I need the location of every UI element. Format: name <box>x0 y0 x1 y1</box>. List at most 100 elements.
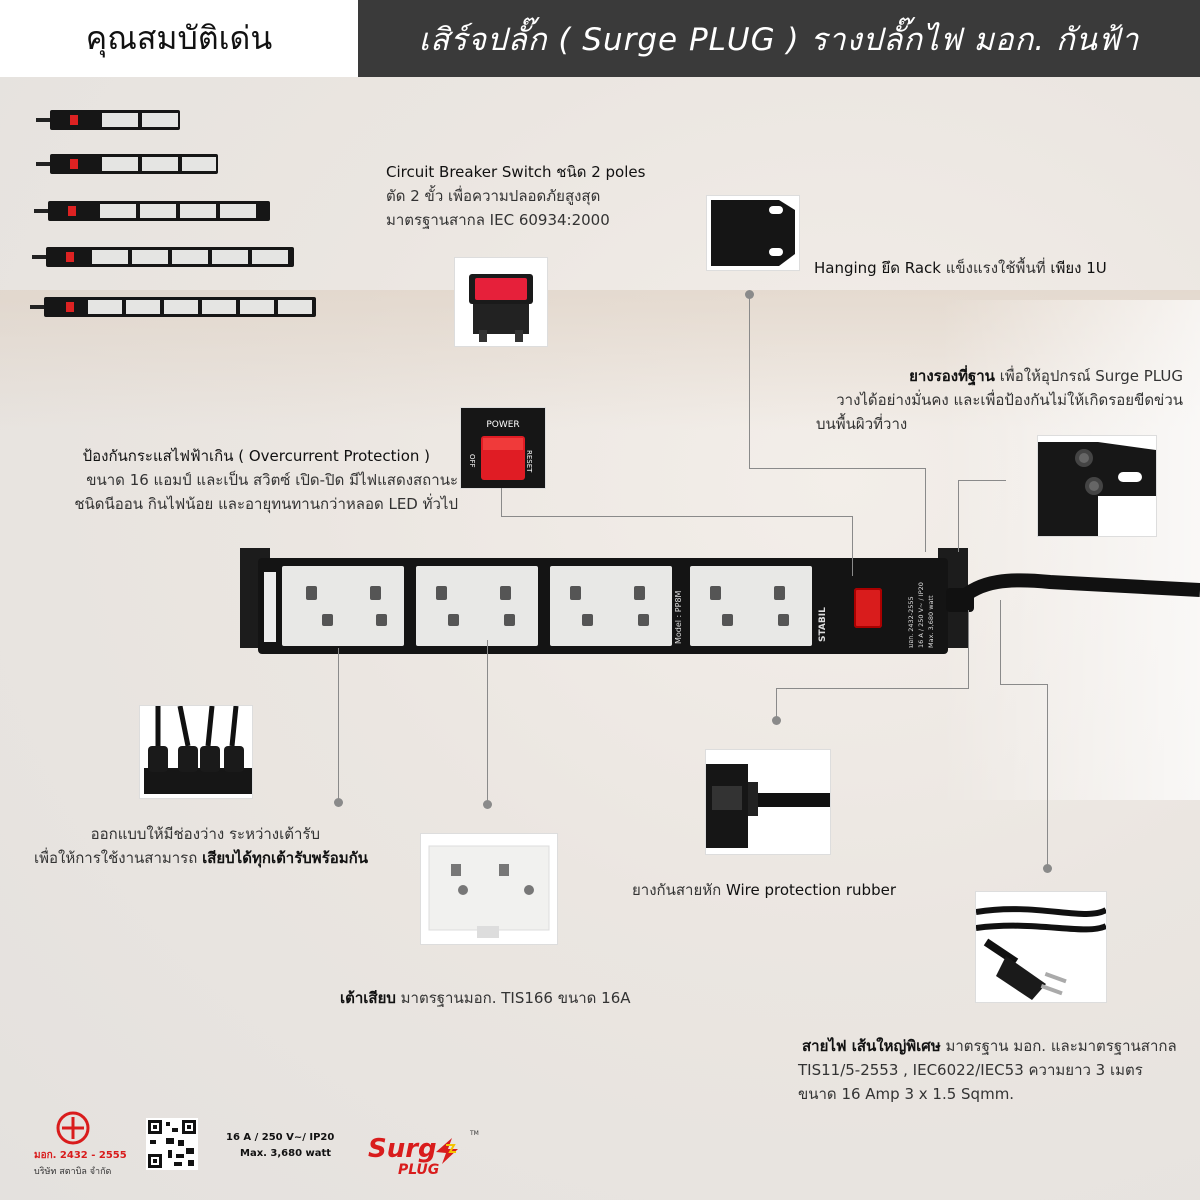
wire-rubber-thai: ยางกันสายหัก <box>632 881 726 899</box>
variant-4-socket <box>34 201 270 221</box>
callout-line <box>1047 684 1048 866</box>
socket-bold: เต้าเสียบ <box>340 989 396 1007</box>
spacing-line2b: เสียบได้ทุกเต้ารับพร้อมกัน <box>202 849 368 867</box>
rack-bold: Hanging ยึด Rack <box>814 259 941 277</box>
socket-1 <box>282 566 404 646</box>
variant-3-socket <box>36 154 218 174</box>
logo-top: Surg <box>368 1134 437 1164</box>
callout-dot <box>483 800 492 809</box>
main-power-strip: Model : PP8M STABIL มอก. 2432-2555 16 A … <box>240 548 968 658</box>
barcode-label <box>264 572 276 642</box>
rack-bracket-photo <box>707 196 799 270</box>
wire-rubber-photo <box>706 750 830 854</box>
features-title: คุณสมบัติเด่น <box>85 19 273 57</box>
overcurrent-title: ป้องกันกระแสไฟฟ้าเกิน ( Overcurrent Prot… <box>82 447 430 465</box>
spacing-text: ออกแบบให้มีช่องว่าง ระหว่างเต้ารับ เพื่อ… <box>0 822 368 870</box>
callout-line <box>1000 600 1001 684</box>
surge-plug-logo: Surg PLUG TM <box>368 1130 488 1190</box>
callout-line <box>776 688 969 689</box>
breaker-line1: ตัด 2 ขั้ว เพื่อความปลอดภัยสูงสุด <box>386 187 601 205</box>
background-blur-right <box>940 300 1200 800</box>
variant-2-socket <box>36 110 180 130</box>
spacing-line1: ออกแบบให้มีช่องว่าง ระหว่างเต้ารับ <box>90 825 320 843</box>
callout-line <box>776 688 777 718</box>
footer-company: บริษัท สตาบิล จำกัด <box>34 1167 112 1177</box>
footer-cert: มอก. 2432 - 2555 <box>34 1150 127 1161</box>
strip-rating1: 16 A / 250 V~ / IP20 <box>917 582 925 648</box>
lightning-icon <box>436 1138 458 1164</box>
rack-rest: แข็งแรงใช้พื้นที่ <box>940 259 1051 277</box>
product-title: เสิร์จปลั๊ก ( Surge PLUG ) รางปลั๊กไฟ มอ… <box>418 21 1140 58</box>
cable-bold: สายไฟ เส้นใหญ่พิเศษ <box>802 1037 941 1055</box>
strip-cert: มอก. 2432-2555 <box>907 596 915 648</box>
socket-4 <box>690 566 812 646</box>
overcurrent-line1: ขนาด 16 แอมป์ และเป็น สวิตซ์ เปิด-ปิด มี… <box>86 471 458 489</box>
tis-cert-icon <box>56 1111 90 1145</box>
callout-line <box>487 640 488 802</box>
rack-text: Hanging ยึด Rack แข็งแรงใช้พื้นที่ เพียง… <box>814 256 1107 280</box>
cable-line2: TIS11/5-2553 , IEC6022/IEC53 ความยาว 3 เ… <box>798 1061 1143 1079</box>
main-cable <box>946 573 1200 612</box>
callout-line <box>968 610 969 688</box>
power-switch-photo: POWER RESET OFF <box>461 408 545 488</box>
off-label: OFF <box>468 454 476 468</box>
breaker-switch[interactable] <box>854 588 882 628</box>
spacing-line2a: เพื่อให้การใช้งานสามารถ <box>33 849 203 867</box>
wire-rubber-bold: Wire protection rubber <box>725 881 896 899</box>
cable-text: สายไฟ เส้นใหญ่พิเศษ มาตรฐาน มอก. และมาตร… <box>780 1034 1190 1106</box>
variant-5-socket <box>32 247 294 267</box>
qr-code-icon <box>146 1118 198 1170</box>
footer-rating: 16 A / 250 V~/ IP20 <box>226 1132 335 1143</box>
socket-text: เต้าเสียบ มาตรฐานมอก. TIS166 ขนาด 16A <box>340 986 631 1010</box>
rubber-base-text: ยางรองที่ฐาน เพื่อให้อุปกรณ์ Surge PLUG … <box>800 364 1183 436</box>
callout-line <box>925 468 926 552</box>
socket-rest: มาตรฐานมอก. TIS166 ขนาด 16A <box>395 989 631 1007</box>
variant-6-socket <box>30 297 316 317</box>
callout-line <box>338 648 339 800</box>
rubber-base-photo <box>1038 436 1156 536</box>
header-right: เสิร์จปลั๊ก ( Surge PLUG ) รางปลั๊กไฟ มอ… <box>358 0 1200 77</box>
plug-cable-photo <box>976 892 1106 1002</box>
power-label: POWER <box>486 420 520 430</box>
cable-line1: มาตรฐาน มอก. และมาตรฐานสากล <box>940 1037 1177 1055</box>
callout-line <box>958 480 959 552</box>
logo-tm: TM <box>470 1130 479 1137</box>
strip-body: Model : PP8M STABIL มอก. 2432-2555 16 A … <box>258 558 948 654</box>
socket-3 <box>550 566 672 646</box>
breaker-line2: มาตรฐานสากล IEC 60934:2000 <box>386 211 610 229</box>
socket-photo <box>421 834 557 944</box>
logo-bottom: PLUG <box>398 1162 440 1178</box>
rubber-base-line3: บนพื้นผิวที่วาง <box>816 415 908 433</box>
callout-dot <box>1043 864 1052 873</box>
reset-label: RESET <box>525 450 533 473</box>
model-label: Model : PP8M <box>674 590 683 644</box>
overcurrent-text: ป้องกันกระแสไฟฟ้าเกิน ( Overcurrent Prot… <box>0 444 458 516</box>
rack-bold2: เพียง 1U <box>1050 259 1107 277</box>
callout-line <box>852 516 853 576</box>
strip-rating2: Max. 3,680 watt <box>927 595 935 648</box>
callout-line <box>958 480 1006 481</box>
callout-line <box>1000 684 1048 685</box>
breaker-photo <box>455 258 547 346</box>
plugs-inserted-photo <box>140 706 252 798</box>
rubber-base-bold: ยางรองที่ฐาน <box>909 367 995 385</box>
callout-line <box>749 295 750 468</box>
cable-line3: ขนาด 16 Amp 3 x 1.5 Sqmm. <box>798 1085 1015 1103</box>
rubber-base-line2: วางได้อย่างมั่นคง และเพื่อป้องกันไม่ให้เ… <box>836 391 1183 409</box>
callout-line <box>501 516 853 517</box>
brand-label: STABIL <box>818 607 828 642</box>
callout-dot <box>334 798 343 807</box>
wire-rubber-text: ยางกันสายหัก Wire protection rubber <box>632 878 896 902</box>
breaker-text: Circuit Breaker Switch ชนิด 2 poles ตัด … <box>386 160 645 232</box>
socket-2 <box>416 566 538 646</box>
header-left: คุณสมบัติเด่น <box>0 0 358 77</box>
footer-max: Max. 3,680 watt <box>240 1148 332 1159</box>
callout-line <box>501 488 502 516</box>
rubber-base-line1: เพื่อให้อุปกรณ์ Surge PLUG <box>994 367 1183 385</box>
overcurrent-line2: ชนิดนีออน กินไฟน้อย และอายุทนทานกว่าหลอด… <box>74 495 458 513</box>
breaker-title: Circuit Breaker Switch ชนิด 2 poles <box>386 163 646 181</box>
callout-dot <box>772 716 781 725</box>
callout-line <box>749 468 926 469</box>
callout-dot <box>745 290 754 299</box>
footer: มอก. 2432 - 2555 บริษัท สตาบิล จำกัด 16 … <box>0 1110 1200 1200</box>
